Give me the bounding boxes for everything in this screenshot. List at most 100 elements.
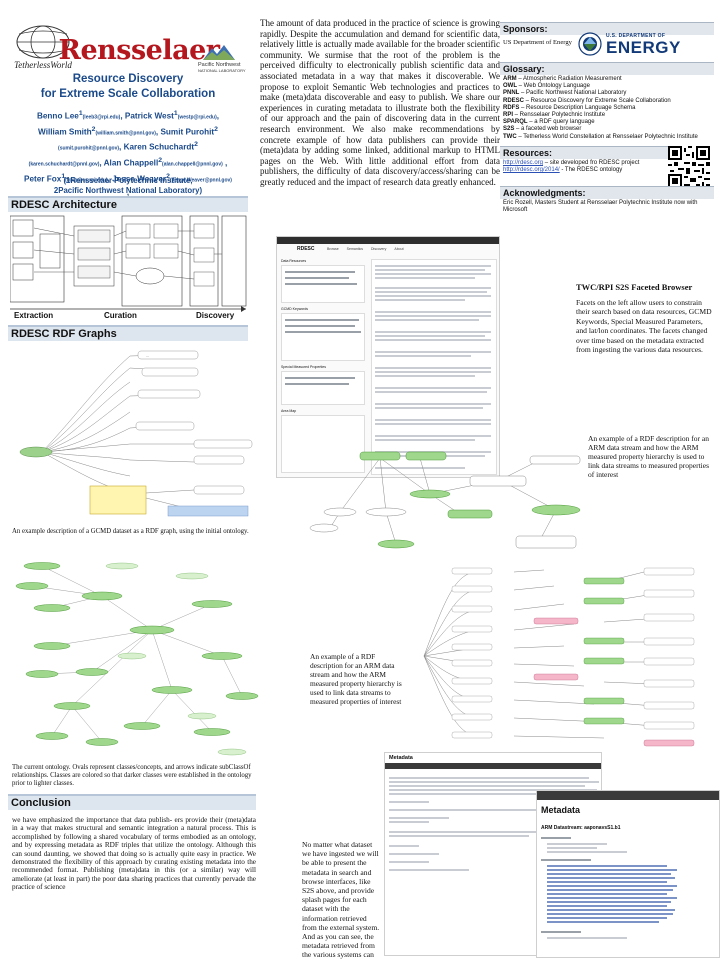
- glossary-term: TWC: [503, 133, 517, 140]
- separator: ,: [155, 127, 161, 137]
- s2s-section-gcmd: GCMD Keywords: [281, 307, 309, 311]
- glossary-definition: – Pacific Northwest National Laboratory: [519, 90, 627, 97]
- glossary-term: OWL: [503, 83, 517, 90]
- metadata-screenshot-2: Metadata ARM Datastream: aaponavsS1.b1: [536, 790, 720, 958]
- authors: Benno Lee1(leeb3@rpi.edu), Patrick West1…: [4, 108, 252, 198]
- separator: ,: [119, 143, 124, 153]
- glossary-term: SPARQL: [503, 119, 528, 126]
- author-name: Alan Chappell: [103, 158, 159, 168]
- rdf-graph-figure: ...: [19, 350, 253, 517]
- poster-title-line-2: for Extreme Scale Collaboration: [40, 88, 216, 100]
- caption-rdf-graph: An example description of a GCMD dataset…: [12, 528, 249, 535]
- author-email: (sumit.purohit@pnnl.gov): [58, 146, 120, 153]
- author-line-2: William Smith2(william.smith@pnnl.gov), …: [4, 124, 252, 140]
- s2s-section-data-resources: Data Resources: [281, 259, 307, 263]
- glossary-definition: – a faceted web browser: [514, 126, 582, 133]
- resource-description: – site developed fro RDESC project: [543, 160, 640, 166]
- arm-caption-2: An example of a RDF description for an A…: [310, 652, 402, 706]
- glossary-term: RPI: [503, 112, 514, 119]
- metadata-screenshot-title: Metadata: [389, 755, 413, 761]
- glossary-term: RDESC: [503, 97, 525, 104]
- resources-heading: Resources:: [500, 146, 668, 159]
- author-email: (karen.schuchardt@pnnl.gov): [28, 161, 100, 168]
- metadata-arm-datastream: ARM Datastream: aaponavsS1.b1: [541, 825, 621, 831]
- doe-energy-text: ENERGY: [606, 37, 681, 57]
- s2s-browser-screenshot: RDESC Browse Semantics Discovery About D…: [276, 236, 500, 478]
- faceted-browser-caption: Facets on the left allow users to constr…: [576, 298, 712, 355]
- tetherless-world-logo: TetherlessWorld: [6, 22, 80, 72]
- faceted-browser-title: TWC/RPI S2S Faceted Browser: [576, 282, 693, 292]
- resource-description: - The RDESC ontology: [559, 167, 623, 174]
- glossary-item: SPARQL – a RDF query language: [503, 119, 711, 126]
- poster-title: Resource Discovery for Extreme Scale Col…: [8, 72, 248, 102]
- author-superscript: 2: [166, 172, 170, 180]
- s2s-tab-about: About: [394, 247, 404, 251]
- architecture-label-extraction: Extraction: [14, 311, 54, 320]
- s2s-tab-browse: Browse: [327, 247, 339, 251]
- resource-item: http://rdesc.org – site developed fro RD…: [503, 160, 711, 167]
- glossary-term: ARM: [503, 76, 517, 82]
- glossary-item: RPI – Rensselaer Polytechnic Institute: [503, 112, 711, 119]
- acknowledgments-text: Eric Rozell, Masters Student at Renssela…: [503, 200, 698, 214]
- glossary-definition: – Atmospheric Radiation Measurement: [516, 76, 622, 82]
- glossary-item: RDFS – Resource Description Language Sch…: [503, 105, 711, 112]
- affiliation-1: (1Rensselaer Polytechnic Institute,: [63, 176, 193, 185]
- resource-link-rdesc[interactable]: http://rdesc.org: [503, 160, 544, 166]
- separator: ,: [120, 111, 125, 121]
- pnnl-mountain-icon: [203, 45, 235, 60]
- author-superscript: 2: [91, 125, 96, 133]
- glossary-item: ARM – Atmospheric Radiation Measurement: [503, 76, 711, 83]
- glossary-term: RDFS: [503, 104, 520, 111]
- doe-seal-icon: [578, 32, 602, 56]
- caption-ontology: The current ontology. Ovals represent cl…: [12, 764, 252, 787]
- architecture-diagram: [10, 215, 247, 312]
- glossary-term: S2S: [503, 126, 515, 133]
- author-superscript: 1: [173, 110, 178, 117]
- arm-rdf-graph-2: [423, 567, 695, 747]
- section-heading-rdf-graphs: RDESC RDF Graphs: [8, 325, 248, 341]
- svg-text:...: ...: [146, 354, 149, 358]
- pnnl-logo-text-2: NATIONAL LABORATORY: [198, 68, 246, 73]
- acknowledgments-heading: Acknowledgments:: [500, 186, 714, 199]
- author-superscript: 2: [158, 157, 163, 165]
- author-name: Sumit Purohit: [160, 127, 215, 137]
- affiliation-2: 2Pacific Northwest National Laboratory): [53, 186, 203, 195]
- section-heading-architecture: RDESC Architecture: [8, 196, 248, 212]
- s2s-title: RDESC: [297, 246, 315, 252]
- abstract-text: The amount of data produced in the pract…: [260, 18, 500, 187]
- tw-logo-text: TetherlessWorld: [14, 60, 72, 70]
- metadata-caption: No matter what dataset we have ingested …: [302, 840, 380, 960]
- resource-item: http://rdesc.org/2014/ - The RDESC ontol…: [503, 167, 711, 174]
- pnnl-logo: Pacific Northwest NATIONAL LABORATORY: [198, 44, 250, 74]
- separator: ,: [99, 158, 104, 168]
- s2s-section-area-map: Area Map: [281, 409, 297, 413]
- doe-logo: U.S. DEPARTMENT OF ENERGY: [578, 30, 714, 58]
- s2s-tabs: Browse Semantics Discovery About: [327, 247, 404, 251]
- glossary-box: Glossary: ARM – Atmospheric Radiation Me…: [500, 62, 714, 142]
- separator: ,: [216, 111, 220, 121]
- section-heading-conclusion: Conclusion: [8, 794, 256, 810]
- author-line-5: Peter Fox1(foxp@cs.rpi.edu), Jesse Weave…: [4, 171, 252, 187]
- arm-caption-1: An example of a RDF description for an A…: [588, 434, 710, 479]
- glossary-heading: Glossary:: [500, 62, 714, 75]
- ontology-graph-figure: [15, 562, 259, 756]
- glossary-item: PNNL – Pacific Northwest National Labora…: [503, 90, 711, 97]
- glossary-item: RDESC – Resource Discovery for Extreme S…: [503, 98, 711, 105]
- conclusion-text: we have emphasized the importance that d…: [12, 816, 256, 892]
- separator: ,: [222, 158, 228, 168]
- glossary-definition: – Web Ontology Language: [517, 83, 590, 90]
- author-superscript: 1: [61, 172, 66, 180]
- author-line-4: (karen.schuchardt@pnnl.gov), Alan Chappe…: [4, 155, 252, 171]
- affiliations: (1Rensselaer Polytechnic Institute, 2Pac…: [8, 176, 248, 196]
- author-name: Jesse Weaver: [112, 174, 167, 184]
- arm-rdf-graph-1: [309, 451, 581, 549]
- glossary-definition: – Tetherless World Constellation at Rens…: [516, 133, 698, 140]
- rensselaer-wordmark: Rensselaer: [58, 34, 220, 66]
- glossary-term: PNNL: [503, 90, 520, 97]
- s2s-tab-discovery: Discovery: [371, 247, 387, 251]
- sponsors-text: US Department of Energy: [503, 39, 572, 46]
- s2s-tab-semantics: Semantics: [346, 247, 364, 251]
- glossary-item: OWL – Web Ontology Language: [503, 83, 711, 90]
- resource-link-ontology[interactable]: http://rdesc.org/2014/: [503, 167, 560, 174]
- poster-title-line-1: Resource Discovery: [72, 73, 184, 85]
